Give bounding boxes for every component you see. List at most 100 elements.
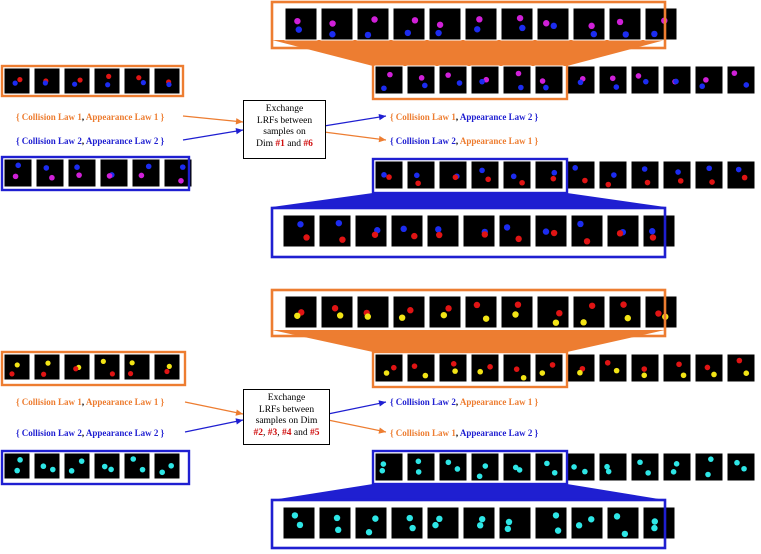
frame: [282, 214, 316, 248]
frame-background: [320, 7, 354, 41]
frame: [406, 452, 436, 482]
ball: [554, 527, 562, 534]
frame: [726, 353, 756, 383]
frame-background: [3, 67, 31, 95]
frame: [63, 67, 91, 95]
ball: [422, 372, 429, 379]
ball: [108, 466, 114, 473]
frame: [123, 353, 151, 381]
bottom-orange-zoom: [272, 330, 665, 352]
ball: [673, 78, 679, 85]
bottom-arrow-out-1: [327, 400, 387, 415]
ball: [296, 521, 304, 529]
bottom-output-1-label: { Collision Law 2, Appearance Law 1 }: [390, 397, 539, 407]
ball: [479, 167, 485, 174]
ball: [140, 80, 146, 86]
ball: [291, 512, 299, 519]
ball: [516, 14, 524, 22]
frame: [566, 160, 596, 190]
ball: [705, 471, 711, 478]
frame: [123, 452, 151, 480]
frame-background: [606, 506, 640, 540]
ball: [543, 84, 549, 91]
ball: [649, 234, 657, 241]
frame-background: [390, 214, 424, 248]
ball: [482, 463, 489, 469]
bottom-arrow-in-1: [184, 401, 244, 416]
top-input-frame-1: [0, 64, 185, 98]
ball: [415, 469, 422, 475]
arrow-shaft: [182, 115, 244, 123]
bottom-exchange-box: Exchange LRFs between samples on Dim #2,…: [243, 389, 330, 445]
ball: [381, 85, 387, 92]
ball: [637, 459, 643, 466]
frame: [534, 160, 564, 190]
top-output-strip-2: [374, 160, 756, 190]
ball: [329, 31, 336, 38]
frame: [33, 452, 61, 480]
ball: [364, 313, 372, 320]
ball: [571, 464, 577, 470]
frame-background: [356, 295, 390, 329]
ball: [77, 77, 83, 83]
frame: [726, 65, 756, 95]
ball: [422, 82, 428, 89]
ball: [440, 311, 448, 319]
frame: [536, 7, 570, 41]
frame-background: [534, 214, 568, 248]
frame-background: [662, 160, 692, 190]
ball: [138, 172, 145, 179]
frame-background: [33, 353, 61, 381]
frame-background: [462, 214, 496, 248]
ball: [168, 462, 174, 469]
ball: [642, 78, 649, 85]
ball: [445, 459, 452, 466]
ball: [577, 220, 584, 228]
frame-background: [598, 452, 628, 482]
frame-background: [534, 353, 564, 383]
frame: [99, 158, 129, 188]
ball: [166, 81, 172, 88]
frame: [374, 452, 404, 482]
ball: [415, 180, 421, 187]
ball: [40, 463, 47, 470]
ball: [418, 75, 425, 81]
frame-background: [320, 295, 354, 329]
arrow-head: [235, 418, 243, 425]
ball: [735, 166, 742, 173]
arrow-shaft: [182, 129, 244, 141]
ball: [577, 79, 584, 86]
ball: [655, 310, 662, 317]
frame: [534, 506, 568, 540]
frame-background: [642, 506, 676, 540]
ball: [551, 169, 558, 176]
ball: [550, 175, 557, 182]
frame-background: [374, 353, 404, 383]
frame: [570, 214, 604, 248]
ball: [387, 71, 393, 78]
frame: [644, 7, 678, 41]
ball: [411, 17, 419, 24]
frame: [642, 214, 676, 248]
frame-background: [608, 295, 642, 329]
arrow-head: [378, 113, 386, 121]
ball: [613, 84, 620, 90]
ball: [476, 473, 483, 480]
ball: [512, 311, 519, 318]
ball: [513, 366, 520, 372]
bottom-zoom-frame-blue: [270, 498, 667, 550]
frame-background: [3, 452, 31, 480]
ball: [336, 312, 344, 319]
frame: [566, 452, 596, 482]
frame: [354, 506, 388, 540]
ball: [411, 363, 418, 369]
top-exchange-line3: samples on: [263, 127, 306, 137]
frame-background: [566, 160, 596, 190]
ball: [42, 80, 48, 86]
frame: [502, 65, 532, 95]
frame: [662, 65, 692, 95]
ball: [641, 366, 648, 372]
frame: [320, 7, 354, 41]
frame-background: [642, 214, 676, 248]
